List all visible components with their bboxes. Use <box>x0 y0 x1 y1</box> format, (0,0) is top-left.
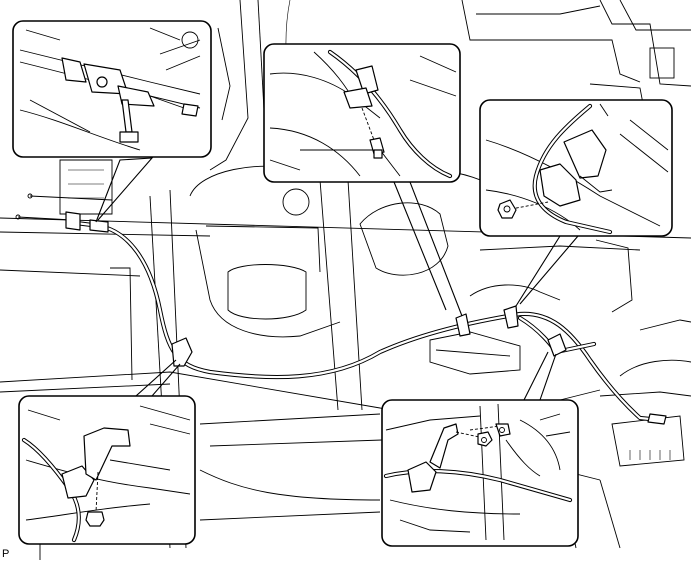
detail-clamp-bolt-front <box>263 43 461 183</box>
detail-cable-equalizer-bolt <box>12 20 212 158</box>
parking-brake-cable <box>65 211 667 425</box>
detail-clamp-bolt-center <box>18 395 196 545</box>
figure-id-label: P <box>2 548 10 560</box>
detail-clamp-nuts-right <box>381 399 579 547</box>
detail-clamp-nut-rear <box>479 99 673 237</box>
